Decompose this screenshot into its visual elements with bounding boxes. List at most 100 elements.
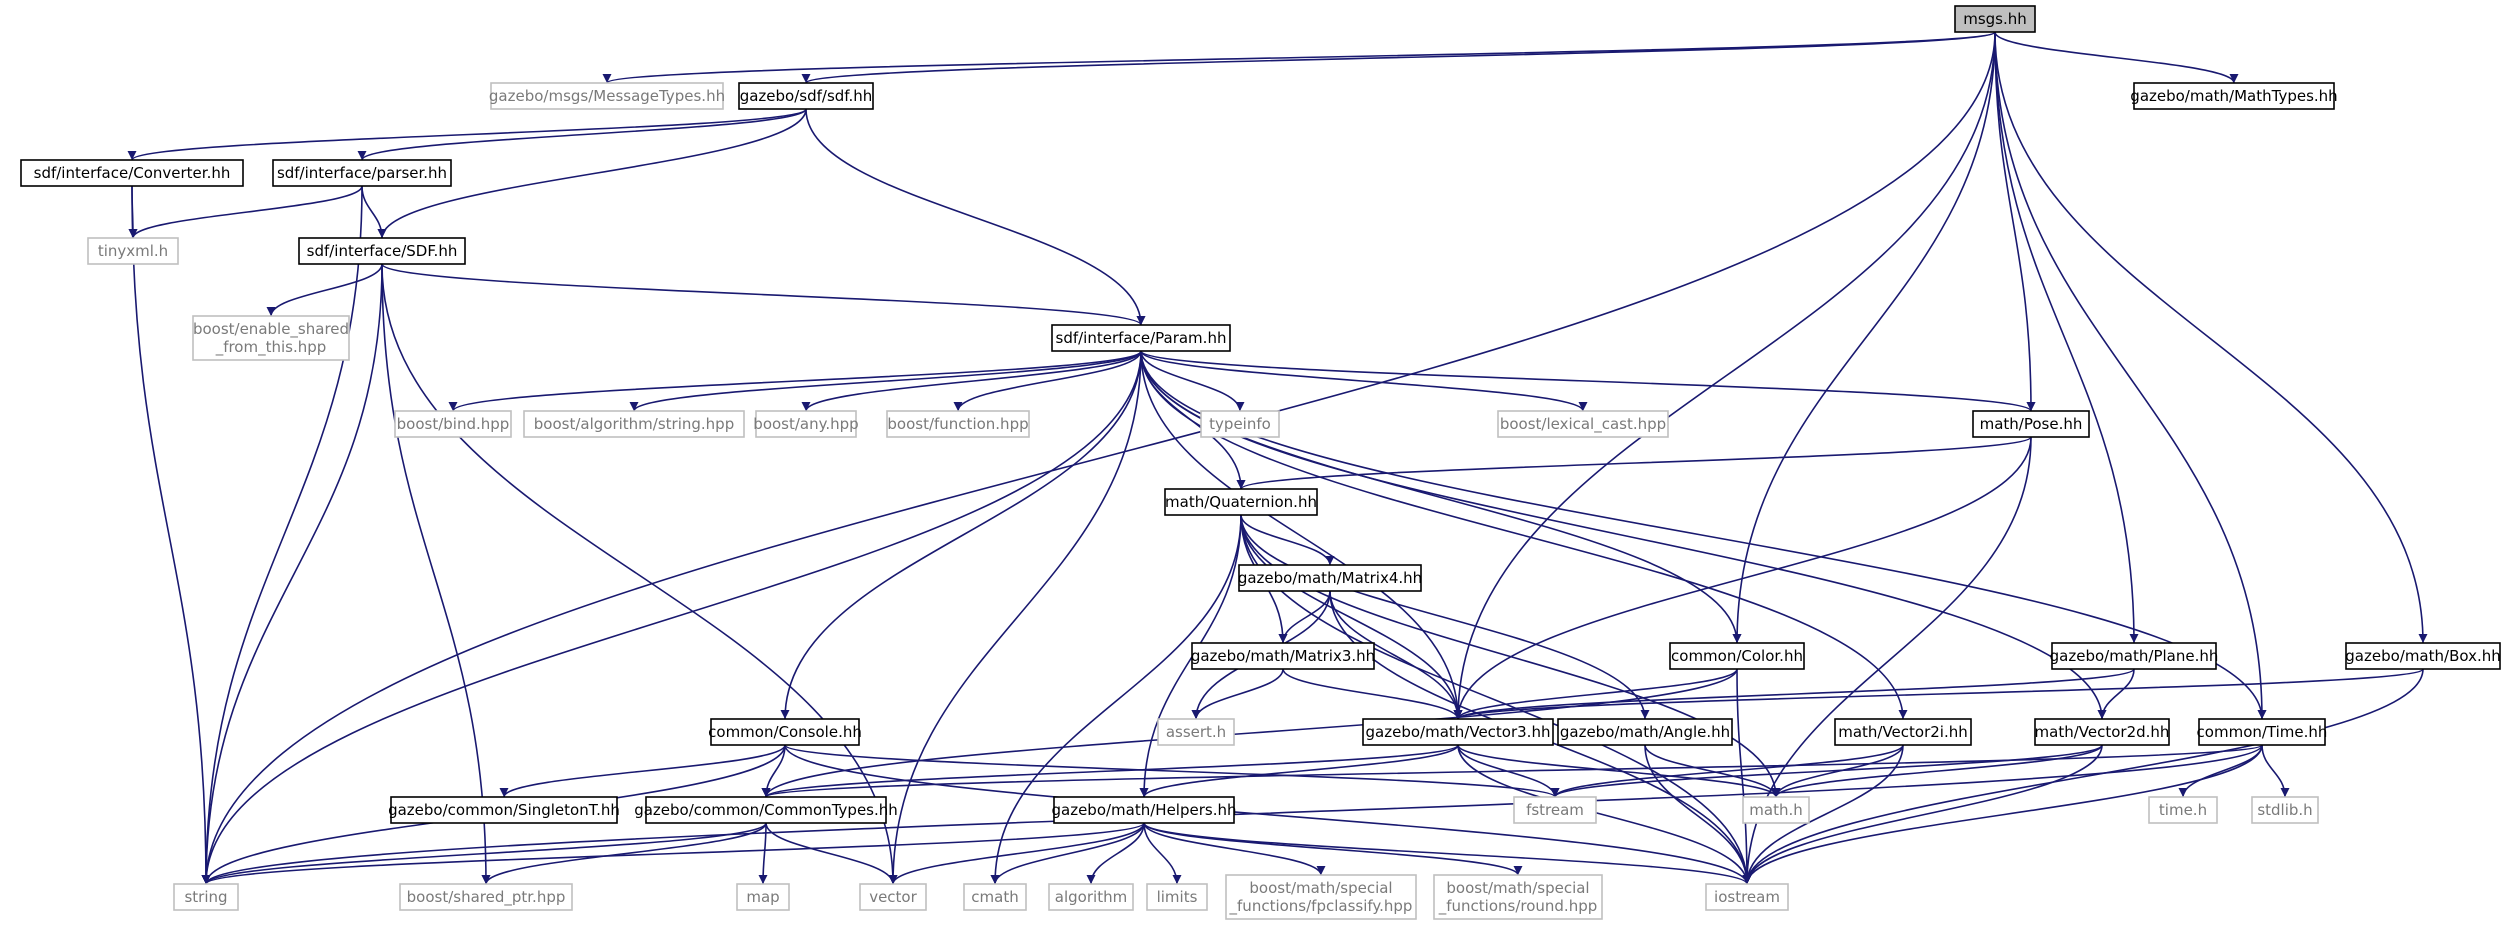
node-label-map: map: [746, 888, 779, 906]
node-label-vector2d: math/Vector2d.hh: [2035, 723, 2170, 741]
node-label-time: common/Time.hh: [2197, 723, 2328, 741]
node-box-fstream: [1513, 796, 1597, 824]
edge-commontypes-to-sharedptr: [481, 822, 767, 885]
node-quaternion[interactable]: math/Quaternion.hh: [1164, 488, 1318, 516]
node-label-angle: gazebo/math/Angle.hh: [1560, 723, 1730, 741]
node-box-sdfinterface: [298, 237, 466, 265]
node-round: boost/math/special_functions/round.hpp: [1433, 874, 1603, 920]
node-label-matrix4: gazebo/math/Matrix4.hh: [1238, 569, 1422, 587]
node-label-mathtypes: gazebo/math/MathTypes.hh: [2130, 87, 2337, 105]
node-label-pose: math/Pose.hh: [1980, 415, 2083, 433]
node-box-algorithm: [1048, 883, 1134, 911]
edge-vector3-to-iostream: [1457, 744, 1752, 885]
edge-quaternion-to-mathh: [1240, 514, 1781, 798]
node-box-vector: [859, 883, 927, 911]
node-box-typeinfo: [1200, 410, 1280, 438]
edge-helpers-to-fpclassify: [1143, 822, 1326, 876]
node-timeh: time.h: [2148, 796, 2218, 824]
node-plane[interactable]: gazebo/math/Plane.hh: [2050, 642, 2219, 670]
node-label-any: boost/any.hpp: [753, 415, 858, 433]
node-angle[interactable]: gazebo/math/Angle.hh: [1557, 718, 1733, 746]
node-map: map: [736, 883, 790, 911]
edge-commontypes-to-map: [758, 822, 768, 885]
node-label-string: string: [184, 888, 227, 906]
edge-matrix4-to-vector3: [1329, 590, 1463, 720]
edge-param-to-console: [780, 350, 1142, 720]
node-singletont[interactable]: gazebo/common/SingletonT.hh: [388, 796, 620, 824]
node-box-tinyxml: [87, 237, 179, 265]
edge-converter-to-string: [131, 185, 211, 885]
node-mathtypes[interactable]: gazebo/math/MathTypes.hh: [2130, 82, 2338, 110]
edge-quaternion-to-vector3: [1240, 514, 1463, 720]
edge-vector3-to-mathh: [1457, 744, 1781, 798]
node-box-msgs: [1954, 5, 2036, 33]
node-converter[interactable]: sdf/interface/Converter.hh: [20, 159, 244, 187]
edge-color-to-vector3: [1453, 668, 1738, 720]
node-box[interactable]: gazebo/math/Box.hh: [2345, 642, 2501, 670]
node-vector2d[interactable]: math/Vector2d.hh: [2034, 718, 2170, 746]
node-label-fstream: fstream: [1526, 801, 1584, 819]
node-limits: limits: [1146, 883, 1208, 911]
edge-msgs-to-string: [201, 31, 1996, 885]
node-vector3[interactable]: gazebo/math/Vector3.hh: [1362, 718, 1554, 746]
node-label-matrix3: gazebo/math/Matrix3.hh: [1191, 647, 1375, 665]
node-stdlibh: stdlib.h: [2251, 796, 2319, 824]
node-time[interactable]: common/Time.hh: [2197, 718, 2328, 746]
node-lexicalcast: boost/lexical_cast.hpp: [1497, 410, 1669, 438]
node-label-round: _functions/round.hpp: [1438, 897, 1598, 916]
edge-angle-to-iostream: [1644, 744, 1752, 885]
node-sdfinterface[interactable]: sdf/interface/SDF.hh: [298, 237, 466, 265]
node-color[interactable]: common/Color.hh: [1669, 642, 1805, 670]
edge-commontypes-to-string: [201, 822, 767, 885]
node-matrix3[interactable]: gazebo/math/Matrix3.hh: [1191, 642, 1375, 670]
node-tinyxml: tinyxml.h: [87, 237, 179, 265]
edge-plane-to-vector2d: [2097, 668, 2135, 720]
node-helpers[interactable]: gazebo/math/Helpers.hh: [1051, 796, 1237, 824]
node-box-matrix4: [1238, 564, 1422, 592]
edge-sdfinterface-to-param: [381, 263, 1146, 326]
node-box-vector3: [1362, 718, 1554, 746]
node-msgs[interactable]: msgs.hh: [1954, 5, 2036, 33]
edge-pose-to-quaternion: [1236, 436, 2032, 490]
edge-param-to-bind: [448, 350, 1142, 412]
node-label-singletont: gazebo/common/SingletonT.hh: [388, 801, 620, 819]
node-enableshared: boost/enable_shared_from_this.hpp: [192, 315, 350, 361]
node-param[interactable]: sdf/interface/Param.hh: [1051, 324, 1231, 352]
node-box-enableshared: [192, 315, 350, 361]
node-box-iostream: [1705, 883, 1789, 911]
node-label-algorithm: algorithm: [1055, 888, 1127, 906]
edge-sdfinterface-to-sharedptr: [381, 263, 491, 885]
node-console[interactable]: common/Console.hh: [708, 718, 862, 746]
node-box-map: [736, 883, 790, 911]
node-sdfhh[interactable]: gazebo/sdf/sdf.hh: [738, 82, 874, 110]
node-label-vector3: gazebo/math/Vector3.hh: [1366, 723, 1551, 741]
node-box-vector2d: [2034, 718, 2170, 746]
node-commontypes[interactable]: gazebo/common/CommonTypes.hh: [634, 796, 898, 824]
node-vector2i[interactable]: math/Vector2i.hh: [1834, 718, 1972, 746]
node-algorithm: algorithm: [1048, 883, 1134, 911]
node-label-iostream: iostream: [1714, 888, 1780, 906]
node-assert: assert.h: [1157, 718, 1235, 746]
edge-vector2d-to-iostream: [1742, 744, 2103, 885]
node-label-vector: vector: [869, 888, 917, 906]
node-matrix4[interactable]: gazebo/math/Matrix4.hh: [1238, 564, 1422, 592]
edge-msgs-to-plane: [1994, 31, 2139, 644]
edge-msgs-to-vector3: [1453, 31, 1996, 720]
edge-helpers-to-string: [201, 822, 1145, 885]
node-cmath: cmath: [963, 883, 1027, 911]
node-pose[interactable]: math/Pose.hh: [1972, 410, 2090, 438]
node-parser[interactable]: sdf/interface/parser.hh: [272, 159, 452, 187]
node-typeinfo: typeinfo: [1200, 410, 1280, 438]
node-box-function: [886, 410, 1030, 438]
node-label-parser: sdf/interface/parser.hh: [277, 164, 447, 182]
node-label-commontypes: gazebo/common/CommonTypes.hh: [634, 801, 898, 819]
node-box-angle: [1557, 718, 1733, 746]
node-box-sdfhh: [738, 82, 874, 110]
node-box-color: [1669, 642, 1805, 670]
edge-helpers-to-limits: [1143, 822, 1182, 885]
edge-param-to-typeinfo: [1140, 350, 1245, 412]
node-label-converter: sdf/interface/Converter.hh: [34, 164, 231, 182]
node-algostring: boost/algorithm/string.hpp: [523, 410, 745, 438]
